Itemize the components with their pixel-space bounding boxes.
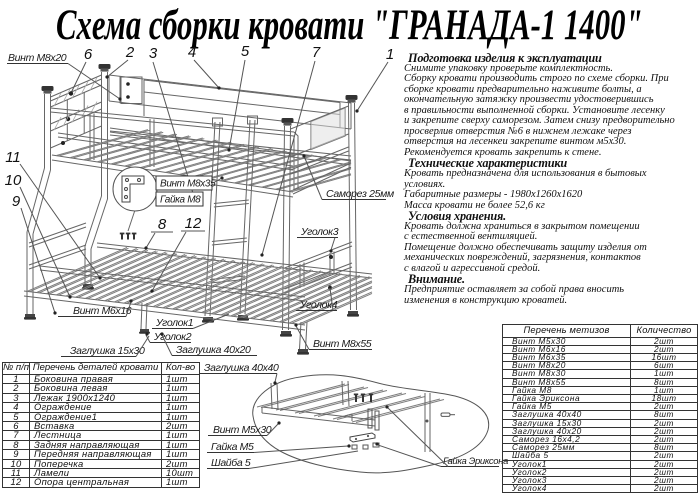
svg-text:Гайка М8: Гайка М8 (160, 195, 201, 206)
svg-text:Винт М6х16: Винт М6х16 (73, 305, 132, 317)
svg-text:11: 11 (5, 149, 21, 166)
svg-text:Уголок4: Уголок4 (299, 299, 338, 311)
svg-text:Уголок1: Уголок1 (155, 317, 193, 329)
svg-text:Винт М8х35: Винт М8х35 (160, 179, 216, 190)
svg-text:2: 2 (125, 44, 135, 61)
svg-text:9: 9 (12, 193, 21, 210)
svg-text:5: 5 (241, 43, 250, 60)
svg-text:Уголок2: Уголок2 (153, 331, 192, 343)
svg-text:Заглушка 40х40: Заглушка 40х40 (204, 362, 279, 374)
svg-text:Заглушка 15х30: Заглушка 15х30 (70, 345, 145, 357)
svg-text:Заглушка 40х20: Заглушка 40х20 (176, 344, 251, 356)
svg-text:3: 3 (149, 45, 158, 62)
svg-text:8: 8 (158, 216, 167, 233)
svg-text:Шайба 5: Шайба 5 (211, 457, 251, 469)
svg-text:Гайка М5: Гайка М5 (211, 441, 254, 453)
svg-text:Винт М8х55: Винт М8х55 (313, 338, 372, 350)
svg-text:4: 4 (188, 44, 196, 61)
svg-text:Винт М8х20: Винт М8х20 (8, 52, 67, 64)
svg-text:Винт М5х30: Винт М5х30 (213, 424, 272, 436)
svg-text:12: 12 (185, 215, 202, 232)
svg-text:Уголок3: Уголок3 (300, 226, 339, 238)
svg-text:10: 10 (5, 172, 22, 189)
svg-text:1: 1 (386, 46, 394, 63)
svg-text:Саморез 25мм: Саморез 25мм (326, 188, 394, 200)
svg-text:6: 6 (84, 46, 93, 63)
svg-text:7: 7 (312, 44, 321, 61)
svg-text:Гайка Эриксона: Гайка Эриксона (443, 456, 508, 467)
